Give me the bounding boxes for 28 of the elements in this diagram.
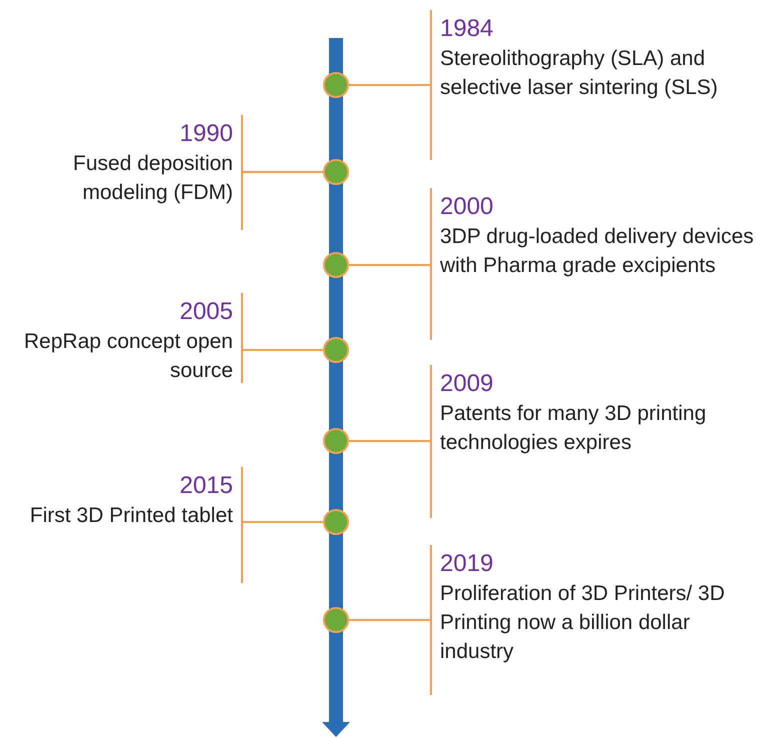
timeline-dot	[323, 72, 349, 98]
event-description: Fused deposition modeling (FDM)	[72, 151, 233, 206]
connector-line	[349, 264, 430, 266]
timeline-dot	[323, 428, 349, 454]
timeline-dot	[323, 159, 349, 185]
timeline-dot	[323, 509, 349, 535]
event-description: First 3D Printed tablet	[28, 503, 233, 529]
connector-line	[349, 619, 430, 621]
year-label: 1984	[440, 14, 494, 44]
year-label: 1990	[178, 119, 233, 149]
connector-line	[349, 84, 430, 86]
year-label: 2009	[440, 369, 494, 399]
event-description: RepRap concept open source	[23, 329, 233, 384]
timeline-dot	[323, 337, 349, 363]
year-label: 2019	[440, 549, 494, 579]
connector-line	[243, 349, 323, 351]
event-description: Stereolithography (SLA) and selective laser sintering (SLS)	[440, 46, 719, 101]
event-description: Patents for many 3D printing technologies expires	[440, 401, 708, 456]
connector-line	[243, 521, 323, 523]
connector-line	[349, 440, 430, 442]
event-description: Proliferation of 3D Printers/ 3D Printing now a billion dollar industry	[440, 581, 726, 665]
year-label: 2015	[178, 471, 233, 501]
timeline-dot	[323, 252, 349, 278]
connector-line	[243, 171, 323, 173]
event-description: 3DP drug-loaded delivery devices with Pharma grade excipients	[440, 224, 755, 279]
timeline-dot	[323, 607, 349, 633]
year-label: 2000	[440, 192, 494, 222]
year-label: 2005	[178, 297, 233, 327]
